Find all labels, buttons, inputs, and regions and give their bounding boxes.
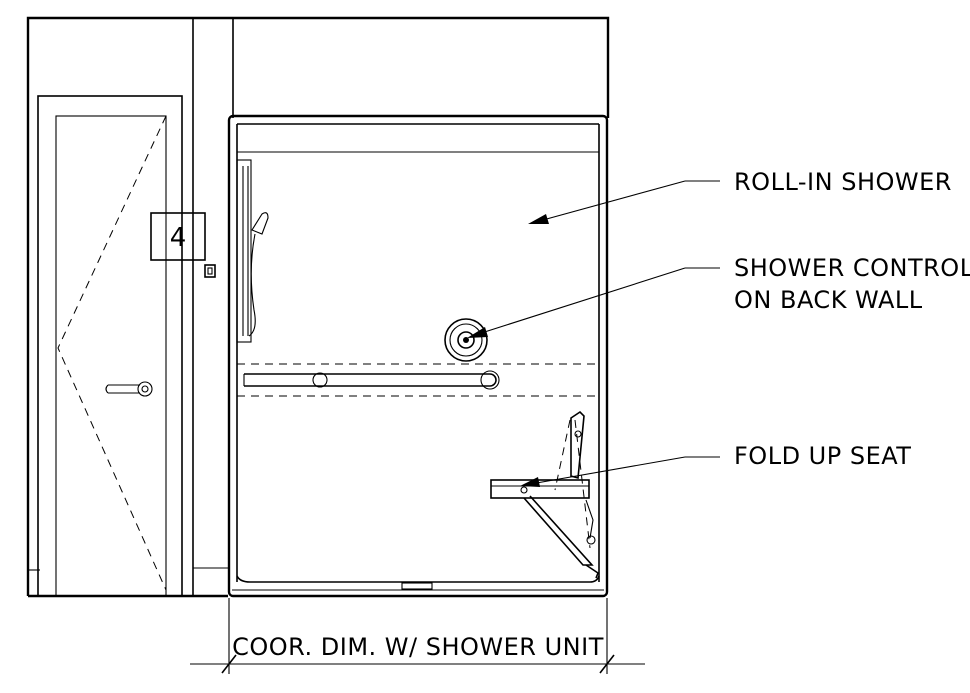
wall-outline — [26, 16, 610, 598]
room-tag: 4 — [150, 212, 206, 261]
shower-unit — [227, 114, 609, 598]
shower-control-label-line1: SHOWER CONTROL — [734, 254, 970, 282]
dimension-line — [190, 598, 645, 674]
grab-bar — [237, 363, 599, 397]
leader-lines — [467, 180, 720, 487]
hand-shower-icon — [236, 159, 269, 343]
wall-switch-icon — [204, 264, 216, 278]
shower-control-label-line2: ON BACK WALL — [734, 286, 923, 314]
room-tag-number: 4 — [170, 223, 187, 253]
dimension-label: COOR. DIM. W/ SHOWER UNIT — [232, 633, 604, 661]
fold-up-seat-icon — [490, 410, 599, 579]
roll-in-shower-label: ROLL-IN SHOWER — [734, 168, 952, 196]
door-lever-handle-icon — [105, 381, 153, 397]
shower-control-valve-icon — [444, 318, 488, 362]
door — [37, 95, 183, 597]
fold-up-seat-label: FOLD UP SEAT — [734, 442, 911, 470]
